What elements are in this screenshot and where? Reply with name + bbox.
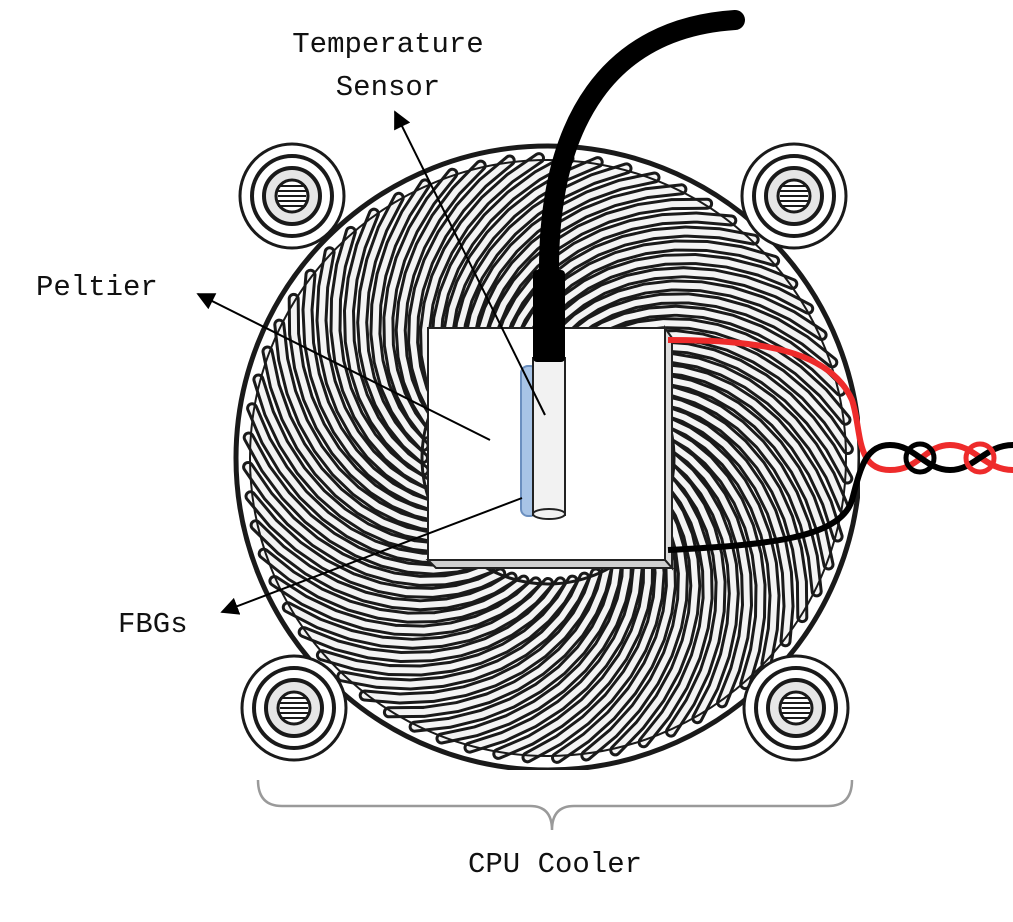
cooler-fin-highlight: [247, 493, 504, 596]
cooler-fin-highlight: [332, 228, 429, 486]
cooler-fin-highlight: [583, 502, 686, 759]
cooler-fin-highlight: [345, 210, 427, 474]
temperature-sensor: [532, 10, 745, 520]
wire-twist: [903, 441, 937, 475]
cooler-fin-highlight: [641, 375, 832, 568]
cooler-fin-highlight: [667, 430, 764, 688]
cooler-fin-highlight: [385, 170, 456, 437]
mounting-posts: [238, 142, 850, 762]
cooler-fin-highlight: [318, 249, 432, 498]
negative-wire: [667, 441, 1013, 553]
cooler-fin-highlight: [318, 577, 576, 674]
cooler-fin-highlight: [640, 479, 711, 746]
screw-post-icon: [238, 142, 346, 250]
cooler-fin-highlight: [290, 295, 441, 520]
temperature-sensor-arrow: [394, 110, 546, 416]
cooler-fin-highlight: [670, 455, 737, 722]
peltier-arrow: [196, 293, 491, 441]
cooler-fin-highlight: [264, 348, 455, 541]
sensor-probe: [532, 357, 566, 516]
sensor-probe-tip: [532, 508, 566, 520]
cooler-fin-highlight: [339, 574, 588, 688]
cooler-fin-highlight: [508, 228, 757, 342]
peltier-side-face: [664, 324, 673, 571]
cooler-fin-highlight: [300, 579, 564, 661]
sensor-cable-sheath: [533, 270, 565, 362]
cooler-fin-highlight: [304, 271, 436, 509]
cooler-fin-highlight: [655, 396, 806, 621]
cooler-fin-highlight: [438, 551, 631, 742]
screw-post-icon: [240, 654, 348, 762]
sensor-cable: [538, 10, 745, 284]
cooler-fin-highlight: [668, 467, 724, 735]
cooler-fin-highlight: [271, 578, 539, 634]
cooler-fin-highlight: [495, 534, 652, 757]
cooler-fin-highlight: [276, 321, 448, 531]
cooler-fin-highlight: [497, 214, 735, 346]
peltier-power-wires: [667, 337, 1013, 553]
cooler-fin-highlight: [557, 282, 825, 338]
cooler-fin-highlight: [612, 491, 699, 754]
cooler-fin-highlight: [410, 157, 513, 414]
screw-post-icon: [740, 142, 848, 250]
cooler-fin-highlight: [245, 464, 493, 584]
temperature-sensor-label: Sensor: [336, 71, 440, 104]
cooler-fin-highlight: [255, 376, 463, 551]
cooler-fin-highlight: [633, 365, 841, 540]
cooler-inner-ring: [249, 159, 847, 757]
cooler-fin-highlight: [359, 194, 426, 461]
cooler-fin-highlight: [361, 570, 599, 702]
cooler-outer-ring: [233, 143, 860, 770]
cooler-fin-highlight: [284, 580, 551, 647]
cooler-fin-highlight: [545, 269, 812, 336]
cooler-fin-highlight: [260, 550, 527, 621]
cooler-fin-highlight: [372, 181, 428, 449]
cooler-fin-highlight: [385, 565, 610, 716]
cpu-cooler-brace: [256, 779, 854, 831]
temperature-sensor-label: Temperature: [292, 28, 483, 61]
cooler-fin-highlight: [475, 186, 685, 358]
fbgs-arrow: [220, 497, 523, 615]
cpu-cooler: [233, 143, 860, 770]
cooler-fin-highlight: [466, 543, 641, 751]
cooler-fin-highlight: [411, 558, 621, 730]
wire-twist: [963, 441, 997, 475]
peltier-label: Peltier: [36, 271, 158, 304]
cooler-fin-highlight: [569, 295, 836, 366]
screw-post-icon: [742, 654, 850, 762]
cooler-fin-highlight: [660, 407, 792, 645]
cooler-fin-highlight: [465, 174, 658, 365]
peltier-bottom-face: [425, 559, 675, 569]
fbgs-label: FBGs: [118, 608, 188, 641]
cpu-cooler-label: CPU Cooler: [468, 848, 642, 881]
cooler-fin-highlight: [664, 418, 778, 667]
cooler-fins: [242, 152, 854, 764]
cooler-fin-highlight: [252, 522, 515, 609]
positive-wire: [667, 337, 1013, 474]
